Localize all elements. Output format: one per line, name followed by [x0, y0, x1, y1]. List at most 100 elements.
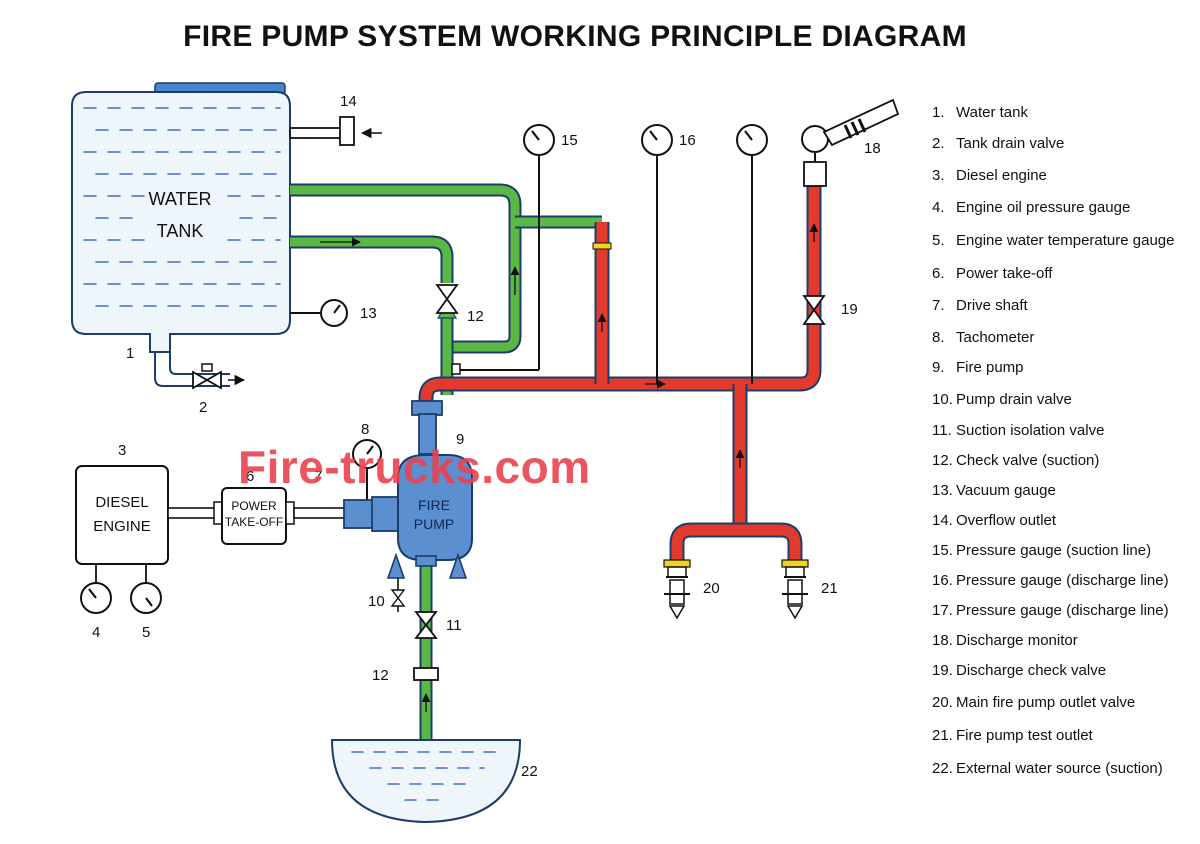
callout-4: 4 — [92, 624, 100, 641]
legend-item: 15.Pressure gauge (suction line) — [932, 542, 1151, 559]
callout-12-lower: 12 — [372, 667, 389, 684]
engine-gauge-lines — [95, 564, 147, 584]
legend-number: 2. — [932, 135, 945, 152]
legend-number: 1. — [932, 104, 945, 121]
tank-drain-valve — [192, 363, 222, 390]
legend-item: 9. Fire pump — [932, 359, 1024, 376]
legend-label: Check valve (suction) — [956, 452, 1100, 469]
legend-label: Pressure gauge (suction line) — [956, 542, 1152, 559]
legend-number: 8. — [932, 329, 945, 346]
legend-number: 9. — [932, 359, 945, 376]
pressure-gauge-suction — [451, 124, 555, 375]
callout-3: 3 — [118, 442, 126, 459]
diagram-title: FIRE PUMP SYSTEM WORKING PRINCIPLE DIAGR… — [183, 20, 967, 53]
callout-10: 10 — [368, 593, 385, 610]
legend-number: 5. — [932, 232, 945, 249]
legend-item: 14.Overflow outlet — [932, 512, 1056, 529]
legend-item: 12.Check valve (suction) — [932, 452, 1099, 469]
pump-label-line2: PUMP — [414, 516, 454, 532]
callout-7: 7 — [314, 468, 322, 485]
legend-item: 11.Suction isolation valve — [932, 422, 1104, 439]
legend-item: 7. Drive shaft — [932, 297, 1028, 314]
water-tank: WATER TANK — [71, 82, 291, 353]
callout-9: 9 — [456, 431, 464, 448]
legend-label: Tank drain valve — [956, 135, 1065, 152]
discharge-check-valve — [802, 295, 826, 325]
callout-6: 6 — [246, 468, 254, 485]
legend-label: Discharge monitor — [956, 632, 1078, 649]
diesel-label-line1: DIESEL — [95, 494, 148, 511]
legend-item: 8. Tachometer — [932, 329, 1034, 346]
legend-number: 18. — [932, 632, 953, 649]
legend-label: Vacuum gauge — [956, 482, 1056, 499]
pump-drain-valve — [390, 578, 406, 612]
legend-number: 22. — [932, 760, 953, 777]
legend-label: Water tank — [956, 104, 1028, 121]
legend-label: Engine oil pressure gauge — [956, 199, 1131, 216]
legend-number: 11. — [932, 422, 952, 439]
pump-label-line1: FIRE — [418, 497, 450, 513]
legend-item: 2. Tank drain valve — [932, 135, 1064, 152]
legend-item: 16.Pressure gauge (discharge line) — [932, 572, 1169, 589]
pto-label-line2: TAKE-OFF — [225, 515, 283, 529]
callout-12-upper: 12 — [467, 308, 484, 325]
power-take-off: POWER TAKE-OFF — [221, 487, 287, 545]
legend-label: External water source (suction) — [956, 760, 1163, 777]
callout-5: 5 — [142, 624, 150, 641]
tachometer — [352, 439, 382, 500]
diesel-label-line2: ENGINE — [93, 518, 151, 535]
legend-label: Pump drain valve — [956, 391, 1072, 408]
legend-item: 18.Discharge monitor — [932, 632, 1078, 649]
legend-item: 22.External water source (suction) — [932, 760, 1163, 777]
suction-isolation-valve — [414, 611, 438, 639]
legend-item: 1. Water tank — [932, 104, 1028, 121]
oil-pressure-gauge — [80, 582, 112, 614]
callout-2: 2 — [199, 399, 207, 416]
legend-label: Suction isolation valve — [956, 422, 1105, 439]
legend-label: Power take-off — [956, 265, 1053, 282]
legend-item: 21.Fire pump test outlet — [932, 727, 1093, 744]
vacuum-gauge — [290, 299, 348, 327]
legend-label: Drive shaft — [956, 297, 1028, 314]
legend-number: 21. — [932, 727, 953, 744]
main-outlet-valve — [663, 559, 691, 620]
discharge-flow-arrows — [597, 223, 819, 468]
legend-item: 17.Pressure gauge (discharge line) — [932, 602, 1169, 619]
callout-16: 16 — [679, 132, 696, 149]
legend-item: 3.Diesel engine — [932, 167, 1047, 184]
callout-13: 13 — [360, 305, 377, 322]
pipe-coupling — [592, 242, 612, 250]
legend-label: Fire pump — [956, 359, 1024, 376]
external-water-source — [330, 739, 522, 824]
legend-label: Fire pump test outlet — [956, 727, 1093, 744]
callout-1: 1 — [126, 345, 134, 362]
overflow-outlet — [289, 116, 382, 146]
callout-18: 18 — [864, 140, 881, 157]
callout-20: 20 — [703, 580, 720, 597]
legend-number: 13. — [932, 482, 953, 499]
legend-number: 14. — [932, 512, 953, 529]
legend-number: 16. — [932, 572, 953, 589]
callout-8: 8 — [361, 421, 369, 438]
legend-label: Engine water temperature gauge — [956, 232, 1175, 249]
legend-number: 10. — [932, 391, 953, 408]
callout-21: 21 — [821, 580, 838, 597]
water-temp-gauge — [130, 582, 162, 614]
legend-number: 3. — [932, 167, 945, 184]
legend-label: Pressure gauge (discharge line) — [956, 602, 1169, 619]
callout-numbers: 1 2 3 4 5 6 7 8 9 10 11 12 12 13 14 15 1… — [92, 93, 881, 780]
legend-number: 20. — [932, 694, 953, 711]
legend-number: 12. — [932, 452, 953, 469]
legend-item: 5. Engine water temperature gauge — [932, 232, 1174, 249]
legend-number: 17. — [932, 602, 953, 619]
discharge-pipes — [418, 185, 822, 562]
legend-label: Pressure gauge (discharge line) — [956, 572, 1169, 589]
legend-label: Tachometer — [956, 329, 1035, 346]
callout-22: 22 — [521, 763, 538, 780]
callout-19: 19 — [841, 301, 858, 318]
tank-label-line1: WATER — [149, 189, 212, 209]
watermark: Fire-trucks.com — [238, 441, 591, 493]
callout-14: 14 — [340, 93, 357, 110]
drive-shaft — [285, 501, 347, 525]
legend-number: 7. — [932, 297, 945, 314]
